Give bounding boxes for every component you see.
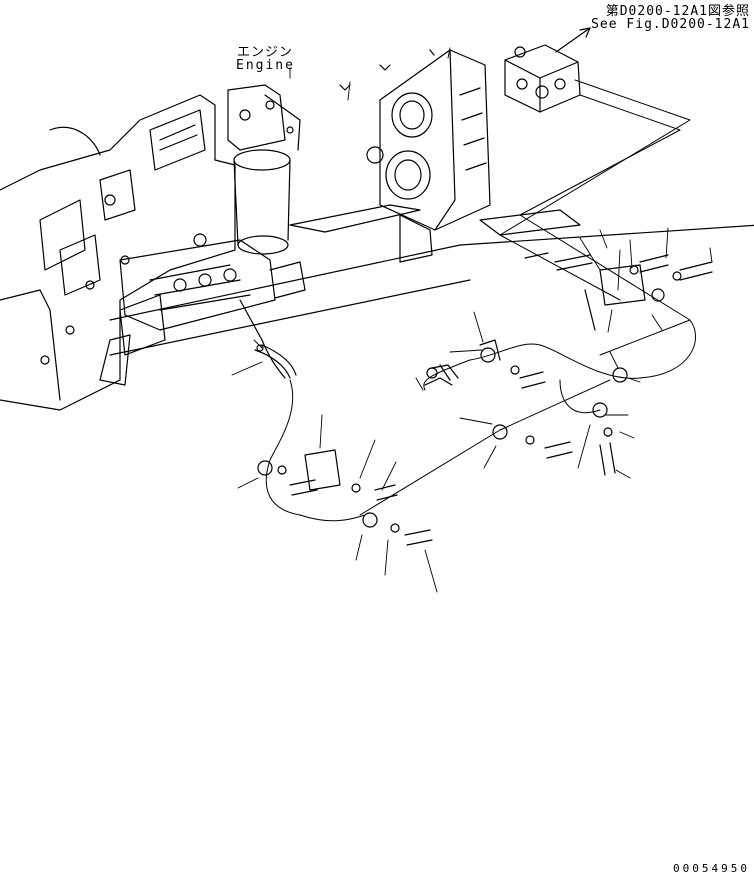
cooler-housing <box>339 49 491 263</box>
reference-label-english: See Fig.D0200-12A1 <box>591 17 750 32</box>
frame-rails <box>99 204 754 386</box>
bolts <box>277 252 713 546</box>
control-valve <box>119 233 306 379</box>
callout-leaders <box>231 47 713 593</box>
drawing-number: 00054950 <box>673 862 750 875</box>
engine-label-japanese: エンジン <box>237 45 294 60</box>
reference-label-japanese: 第D0200-12A1図参照 <box>605 4 750 19</box>
tube-routes <box>265 79 696 522</box>
valve-block <box>504 27 591 113</box>
engine-label-english: Engine <box>236 58 295 73</box>
oil-filter <box>227 84 301 255</box>
engine-block <box>0 94 236 411</box>
clamps <box>257 264 665 528</box>
hose-fittings <box>254 344 459 386</box>
